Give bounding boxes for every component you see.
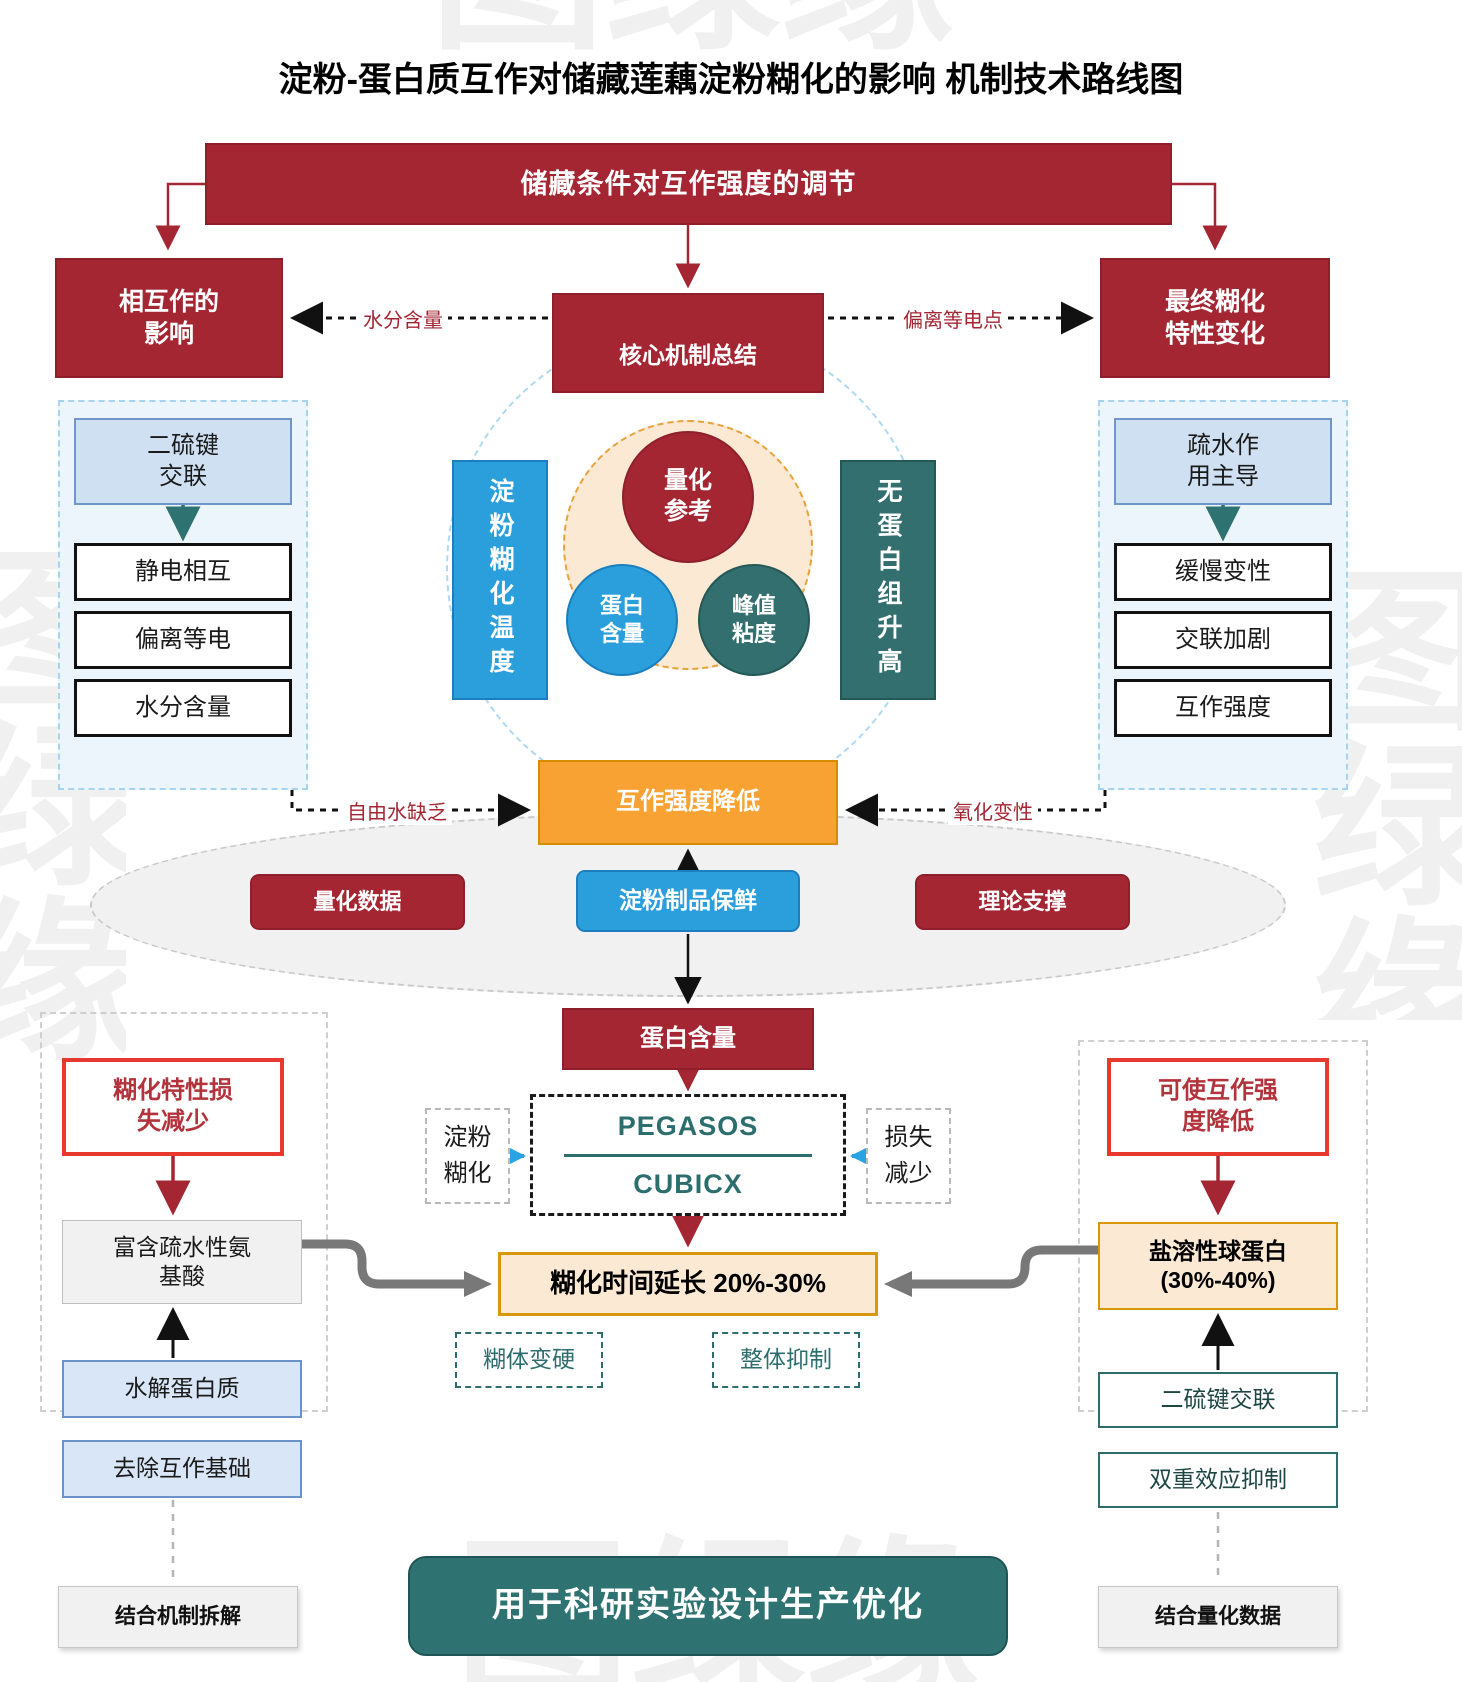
model-divider (564, 1153, 812, 1157)
protein-content-circle: 蛋白 含量 (566, 564, 678, 676)
starch-preservation-node: 淀粉制品保鲜 (576, 870, 800, 932)
reduce-interaction-line2: 度降低 (1182, 1108, 1254, 1135)
storage-condition-banner: 储藏条件对互作强度的调节 (205, 143, 1172, 225)
loss-reduction-line2: 减少 (884, 1160, 933, 1187)
hydrophobic-amino-line2: 基酸 (159, 1263, 205, 1289)
gelatinization-time-result-node: 糊化时间延长 20%-30% (498, 1252, 878, 1316)
salt-soluble-globulin-node: 盐溶性球蛋白 (30%-40%) (1098, 1222, 1338, 1310)
loss-reduction-line1: 损失 (884, 1124, 933, 1151)
page-title: 淀粉-蛋白质互作对储藏莲藕淀粉糊化的影响 机制技术路线图 (278, 61, 1184, 99)
theoretical-support-node: 理论支撑 (915, 874, 1130, 930)
mechanism-decomposition-footer: 结合机制拆解 (58, 1586, 298, 1648)
disulfide-crosslink-header: 二硫键 交联 (74, 418, 292, 505)
final-gelatinization-line1: 最终糊化 (1164, 288, 1265, 316)
slow-denaturation-item: 缓慢变性 (1114, 543, 1332, 601)
protein-content-circle-line2: 含量 (599, 621, 644, 646)
dual-effect-inhibition-node: 双重效应抑制 (1098, 1452, 1338, 1508)
model-box: PEGASOS CUBICX (530, 1094, 846, 1216)
gelatinization-loss-header: 糊化特性损 失减少 (62, 1058, 284, 1156)
isoelectric-item: 偏离等电 (74, 611, 292, 669)
hydrophobic-amino-line1: 富含疏水性氨 (113, 1233, 251, 1260)
peak-viscosity-line2: 粘度 (731, 621, 776, 646)
starch-gelatinization-line1: 淀粉 (443, 1124, 492, 1151)
disulfide-crosslink-node: 二硫键交联 (1098, 1372, 1338, 1428)
interaction-reduction-node: 互作强度降低 (538, 760, 838, 845)
protein-content-circle-line1: 蛋白 (599, 592, 644, 618)
quantitative-data-node: 量化数据 (250, 874, 465, 930)
interaction-effect-node: 相互作的 影响 (55, 258, 283, 378)
starch-gelatinization-line2: 糊化 (443, 1160, 492, 1187)
overall-inhibition-node: 整体抑制 (712, 1332, 860, 1388)
hydrophobic-line1: 疏水作 (1187, 431, 1259, 459)
salt-soluble-globulin-line2: (30%-40%) (1160, 1267, 1276, 1293)
reduce-interaction-line1: 可使互作强 (1158, 1077, 1278, 1105)
final-gelatinization-node: 最终糊化 特性变化 (1100, 258, 1330, 378)
edge-label-moisture: 水分含量 (358, 304, 448, 333)
paste-hardening-node: 糊体变硬 (455, 1332, 603, 1388)
starch-gelatinization-side-box: 淀粉 糊化 (425, 1108, 510, 1204)
quantitative-reference-line2: 参考 (664, 498, 712, 525)
quantitative-reference-circle: 量化 参考 (622, 431, 754, 563)
peak-viscosity-line1: 峰值 (731, 592, 776, 618)
salt-soluble-globulin-line1: 盐溶性球蛋白 (1149, 1237, 1287, 1264)
moisture-item: 水分含量 (74, 679, 292, 737)
disulfide-crosslink-line2: 交联 (159, 462, 207, 490)
gelatinization-temp-bar: 淀粉糊化温度 (452, 460, 548, 700)
watermark-top: 图绿缘 (430, 0, 955, 66)
model-pegasos-label: PEGASOS (617, 1110, 759, 1141)
application-banner: 用于科研实验设计生产优化 (408, 1556, 1008, 1656)
electrostatic-item: 静电相互 (74, 543, 292, 601)
gelatinization-loss-line2: 失减少 (137, 1108, 209, 1135)
edge-label-oxidation: 氧化变性 (948, 796, 1038, 825)
quantitative-reference-line1: 量化 (664, 467, 712, 495)
core-mechanism-node: 核心机制总结 (552, 293, 824, 393)
final-gelatinization-line2: 特性变化 (1164, 320, 1265, 348)
hydrophobic-amino-node: 富含疏水性氨 基酸 (62, 1220, 302, 1304)
edge-label-isoelectric: 偏离等电点 (898, 304, 1008, 333)
edge-label-free-water: 自由水缺乏 (342, 796, 452, 825)
interaction-effect-line1: 相互作的 (118, 288, 219, 316)
hydrolyzed-protein-node: 水解蛋白质 (62, 1360, 302, 1418)
no-protein-group-bar: 无蛋白组升高 (840, 460, 936, 700)
hydrophobic-header: 疏水作 用主导 (1114, 418, 1332, 505)
model-cubicx-label: CUBICX (633, 1168, 743, 1199)
quantitative-data-footer: 结合量化数据 (1098, 1586, 1338, 1648)
protein-content-node: 蛋白含量 (562, 1008, 814, 1070)
remove-interaction-node: 去除互作基础 (62, 1440, 302, 1498)
hydrophobic-line2: 用主导 (1187, 462, 1259, 490)
interaction-effect-line2: 影响 (143, 320, 194, 348)
loss-reduction-side-box: 损失 减少 (866, 1108, 951, 1204)
disulfide-crosslink-line1: 二硫键 (147, 431, 219, 459)
interaction-strength-item: 互作强度 (1114, 679, 1332, 737)
gelatinization-loss-line1: 糊化特性损 (113, 1077, 233, 1105)
peak-viscosity-circle: 峰值 粘度 (698, 564, 810, 676)
reduce-interaction-header: 可使互作强 度降低 (1107, 1058, 1329, 1156)
crosslink-intensify-item: 交联加剧 (1114, 611, 1332, 669)
